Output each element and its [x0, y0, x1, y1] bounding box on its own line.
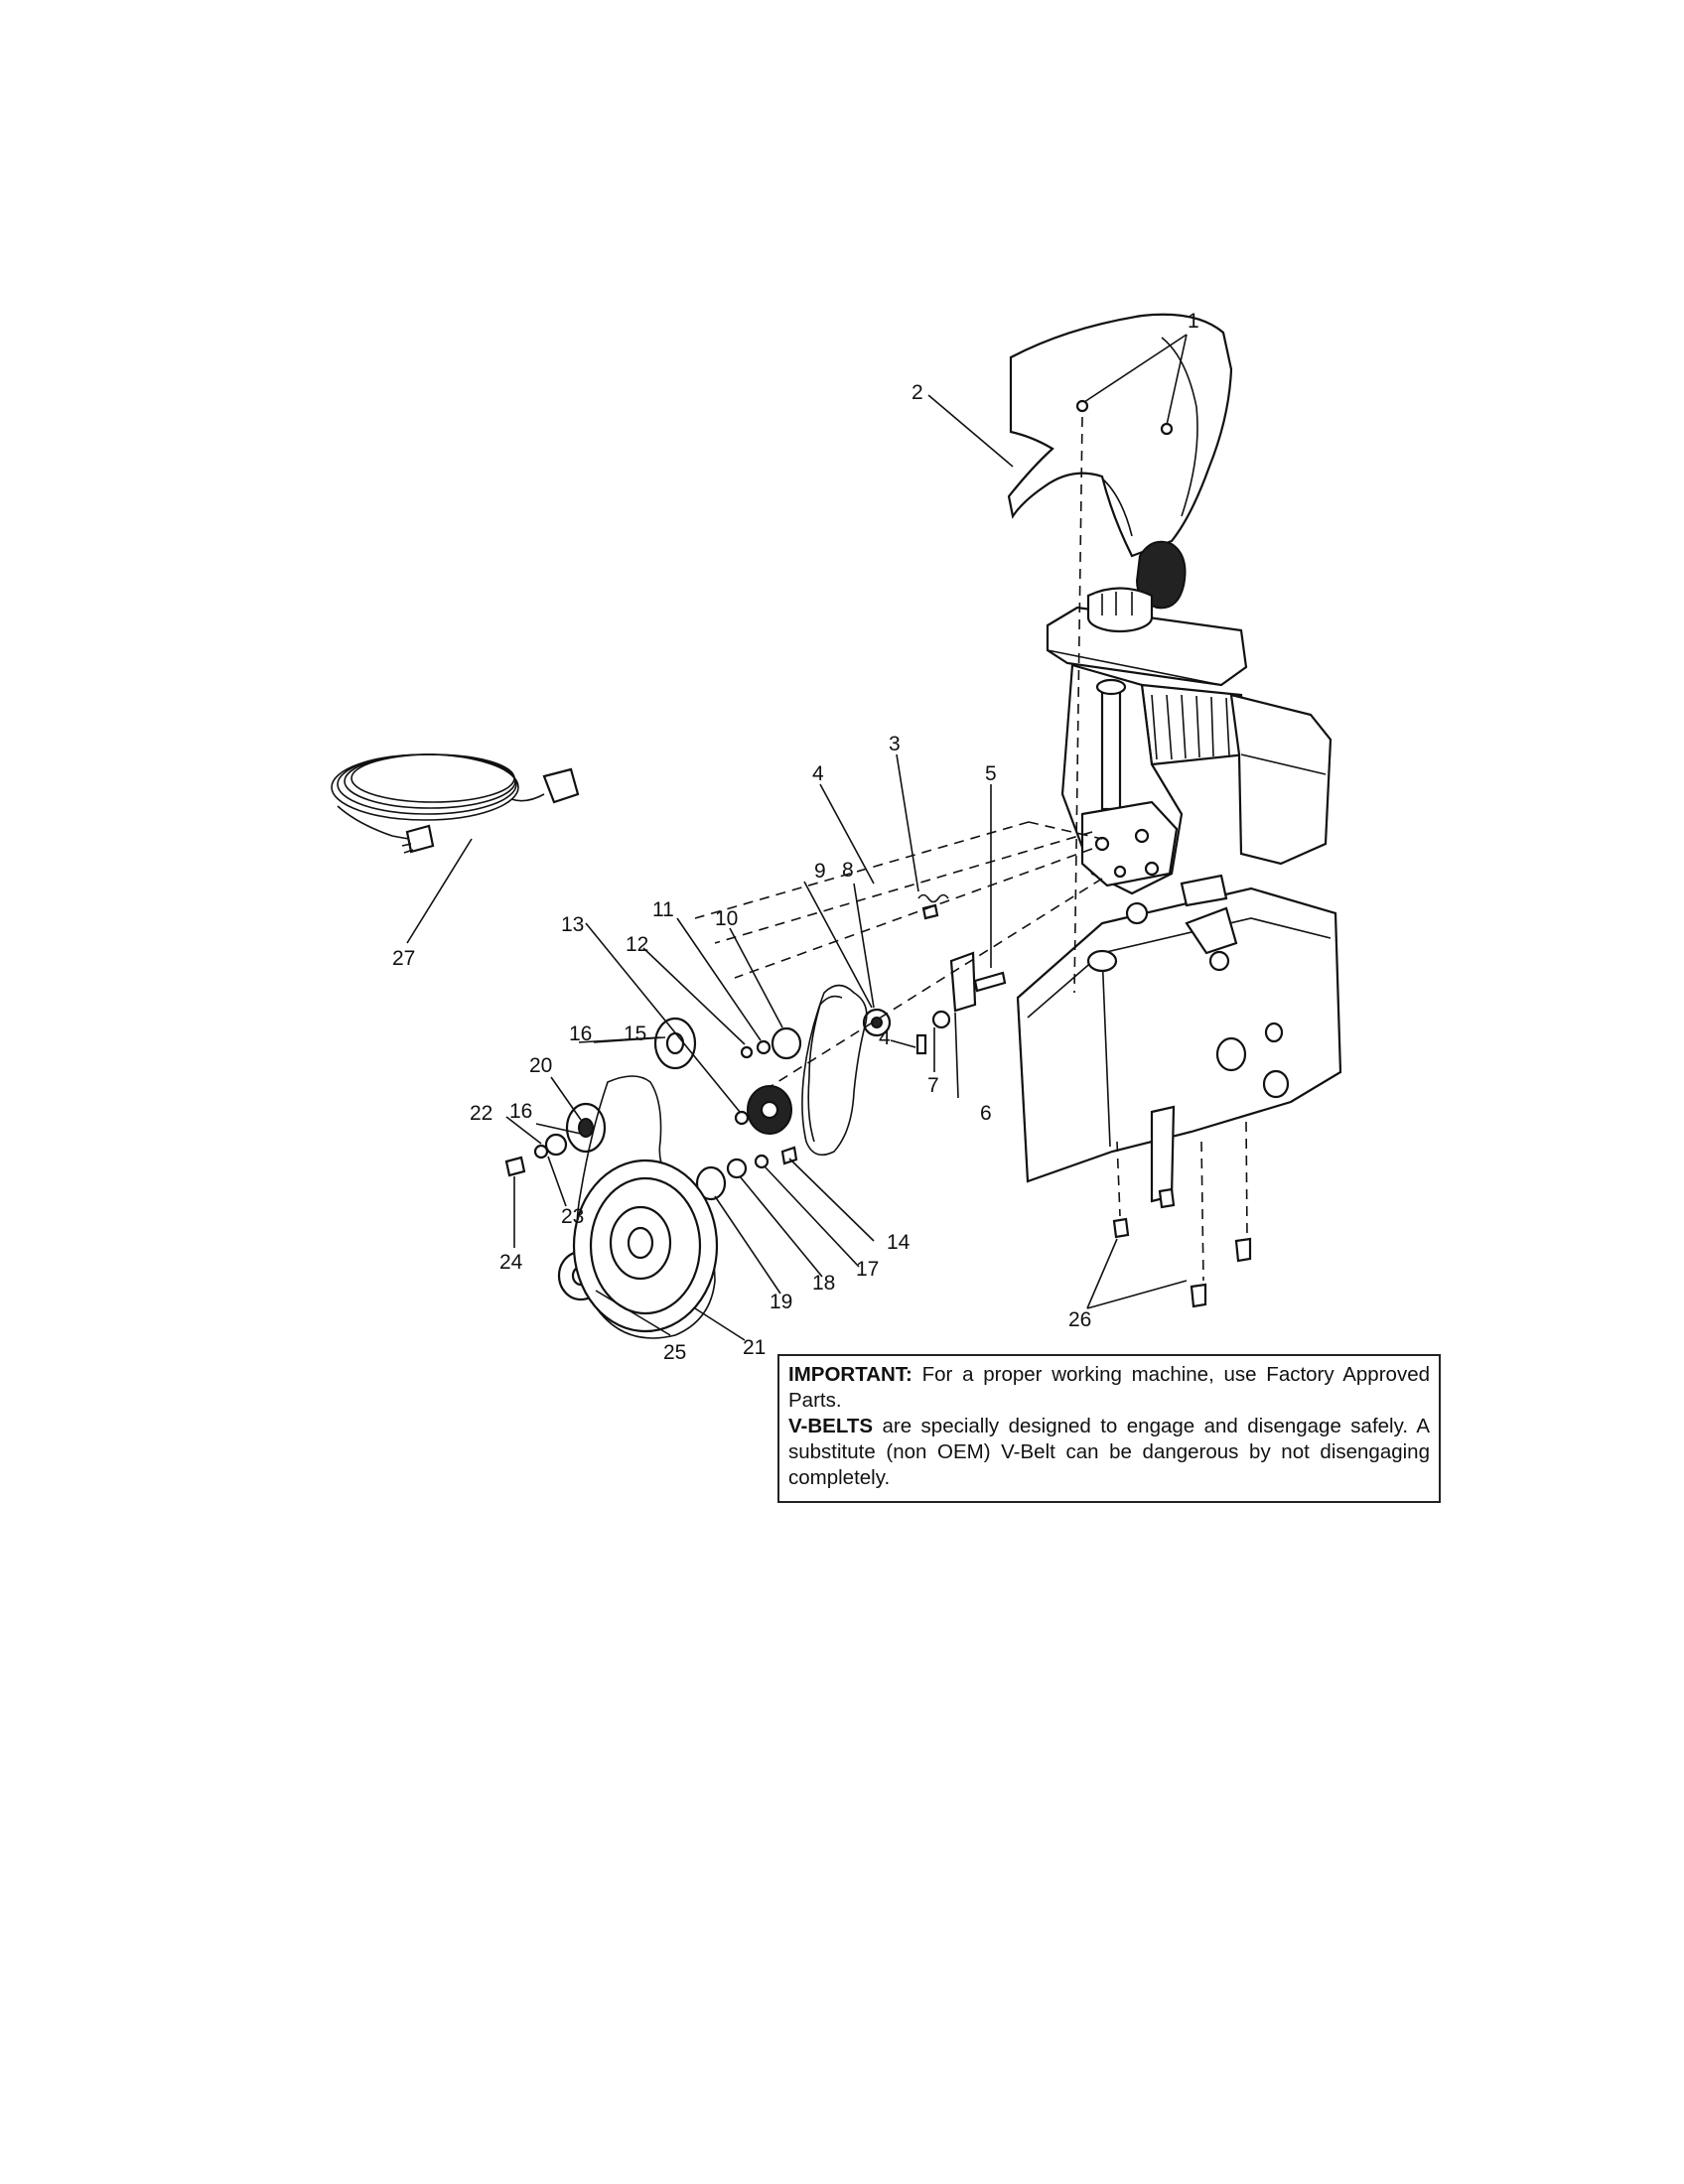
vbelts-text: are specially designed to engage and dis…	[788, 1415, 1430, 1489]
important-notice-box: IMPORTANT: For a proper working machine,…	[777, 1354, 1441, 1503]
callout-6: 6	[980, 1102, 992, 1125]
important-label: IMPORTANT:	[788, 1363, 912, 1386]
callout-4a: 4	[812, 762, 824, 785]
v-belt-icon	[801, 984, 868, 1157]
callout-7: 7	[927, 1074, 939, 1097]
callout-5: 5	[985, 762, 997, 785]
callout-10: 10	[715, 907, 738, 930]
pulley-icon	[572, 1075, 719, 1339]
engine-assembly-icon	[1007, 313, 1342, 1203]
callout-2: 2	[912, 381, 923, 404]
callout-21: 21	[743, 1336, 766, 1359]
callout-20: 20	[529, 1054, 552, 1077]
callout-9: 9	[814, 860, 826, 883]
callout-16b: 16	[509, 1100, 532, 1123]
callout-18: 18	[812, 1272, 835, 1295]
callout-12: 12	[626, 933, 648, 956]
callout-labels: 1 2 3 4 5 9 8 10 11 13 12 27 16 15 20 4 …	[392, 310, 1199, 1364]
callout-23: 23	[561, 1205, 584, 1228]
callout-1: 1	[1188, 310, 1199, 333]
callout-17: 17	[856, 1258, 879, 1281]
callout-14: 14	[887, 1231, 911, 1254]
callout-16a: 16	[569, 1023, 592, 1045]
callout-26: 26	[1068, 1308, 1091, 1331]
callout-27: 27	[392, 947, 415, 970]
callout-15: 15	[624, 1023, 646, 1045]
callout-13: 13	[561, 913, 584, 936]
callout-11: 11	[652, 898, 674, 921]
callout-25: 25	[663, 1341, 686, 1364]
callout-24: 24	[499, 1251, 523, 1274]
callout-19: 19	[770, 1291, 792, 1313]
leader-lines	[406, 334, 1188, 1341]
callout-8: 8	[842, 859, 854, 882]
important-paragraph: IMPORTANT: For a proper working machine,…	[788, 1362, 1430, 1414]
important-text: For a proper working machine, use Factor…	[788, 1363, 1430, 1412]
callout-3: 3	[889, 733, 901, 755]
alignment-lines	[694, 416, 1248, 1282]
vbelts-label: V-BELTS	[788, 1415, 874, 1437]
extension-cord-icon	[331, 753, 580, 854]
vbelts-paragraph: V-BELTS are specially designed to engage…	[788, 1414, 1430, 1491]
callout-4b: 4	[879, 1026, 891, 1049]
callout-22: 22	[470, 1102, 492, 1125]
